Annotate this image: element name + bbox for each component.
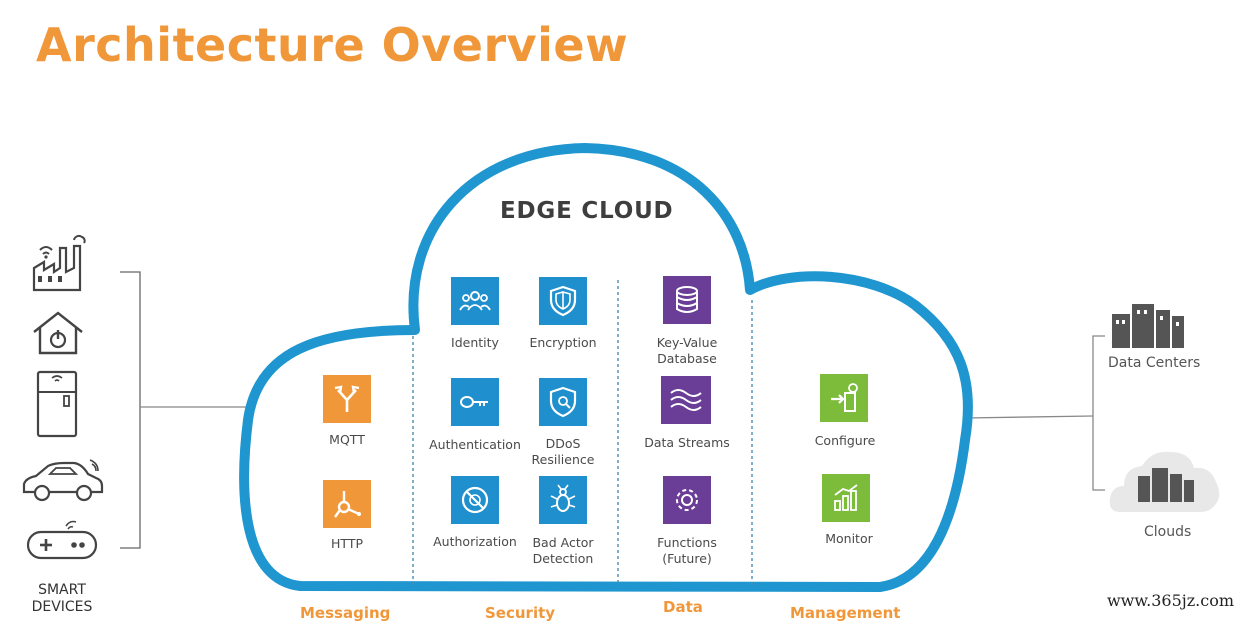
refrigerator-icon bbox=[36, 370, 78, 438]
authorization-tile bbox=[451, 476, 499, 524]
messaging-group-label: Messaging bbox=[300, 604, 391, 622]
fork-arrows-icon bbox=[334, 385, 360, 412]
bad-actor-detection-label: Bad Actor Detection bbox=[525, 535, 601, 567]
mqtt-tile bbox=[323, 375, 371, 423]
bad-actor-label-line2: Detection bbox=[532, 551, 594, 566]
authentication-label: Authentication bbox=[429, 437, 521, 452]
users-icon bbox=[459, 291, 491, 311]
functions-label: Functions (Future) bbox=[646, 535, 728, 567]
key-value-database-label: Key-Value Database bbox=[646, 335, 728, 367]
functions-label-line1: Functions bbox=[657, 535, 717, 550]
http-tile bbox=[323, 480, 371, 528]
authorization-label: Authorization bbox=[433, 534, 517, 549]
security-group-label: Security bbox=[485, 604, 556, 622]
kv-label-line1: Key-Value bbox=[656, 335, 718, 350]
configure-label: Configure bbox=[814, 433, 876, 448]
bug-icon bbox=[550, 484, 576, 512]
data-streams-tile bbox=[661, 376, 711, 424]
data-group-label: Data bbox=[663, 598, 703, 616]
database-icon bbox=[676, 286, 698, 313]
encryption-tile bbox=[539, 277, 587, 325]
edge-cloud-title: EDGE CLOUD bbox=[500, 198, 674, 224]
ddos-label-line2: Resilience bbox=[531, 452, 595, 467]
functions-tile bbox=[663, 476, 711, 524]
smart-devices-label: SMART DEVICES bbox=[18, 582, 106, 616]
page-title: Architecture Overview bbox=[36, 18, 629, 72]
configure-tile bbox=[820, 374, 868, 422]
key-value-database-tile bbox=[663, 276, 711, 324]
identity-label: Identity bbox=[451, 335, 499, 350]
http-label: HTTP bbox=[331, 536, 363, 551]
clouds-label: Clouds bbox=[1144, 524, 1192, 540]
network-node-icon bbox=[334, 491, 361, 518]
ddos-resilience-label: DDoS Resilience bbox=[525, 436, 601, 468]
ddos-resilience-tile bbox=[539, 378, 587, 426]
kv-label-line2: Database bbox=[657, 351, 717, 366]
game-controller-icon bbox=[26, 518, 98, 562]
data-centers-icon bbox=[1110, 300, 1186, 352]
data-streams-label: Data Streams bbox=[644, 435, 730, 450]
ddos-label-line1: DDoS bbox=[545, 436, 581, 451]
gear-icon bbox=[676, 489, 698, 511]
key-icon bbox=[460, 396, 488, 408]
bar-chart-icon bbox=[834, 484, 858, 511]
smart-devices-label-line1: SMART bbox=[38, 582, 86, 598]
data-centers-label: Data Centers bbox=[1108, 355, 1201, 371]
functions-label-line2: (Future) bbox=[662, 551, 712, 566]
smart-devices-label-line2: DEVICES bbox=[31, 599, 93, 615]
identity-tile bbox=[451, 277, 499, 325]
no-entry-icon bbox=[461, 486, 489, 514]
monitor-label: Monitor bbox=[825, 531, 873, 546]
mqtt-label: MQTT bbox=[329, 432, 365, 447]
bad-actor-label-line1: Bad Actor bbox=[532, 535, 594, 550]
streams-icon bbox=[670, 389, 702, 411]
shield-badge-icon bbox=[549, 386, 577, 418]
connected-car-icon bbox=[20, 458, 106, 504]
monitor-tile bbox=[822, 474, 870, 522]
configure-icon bbox=[831, 383, 858, 412]
shield-icon bbox=[549, 285, 577, 317]
factory-icon bbox=[30, 228, 86, 292]
management-group-label: Management bbox=[790, 604, 901, 622]
encryption-label: Encryption bbox=[529, 335, 597, 350]
authentication-tile bbox=[451, 378, 499, 426]
smart-home-icon bbox=[30, 310, 86, 356]
watermark: www.365jz.com bbox=[1106, 591, 1234, 610]
bad-actor-detection-tile bbox=[539, 476, 587, 524]
clouds-icon bbox=[1108, 442, 1224, 520]
